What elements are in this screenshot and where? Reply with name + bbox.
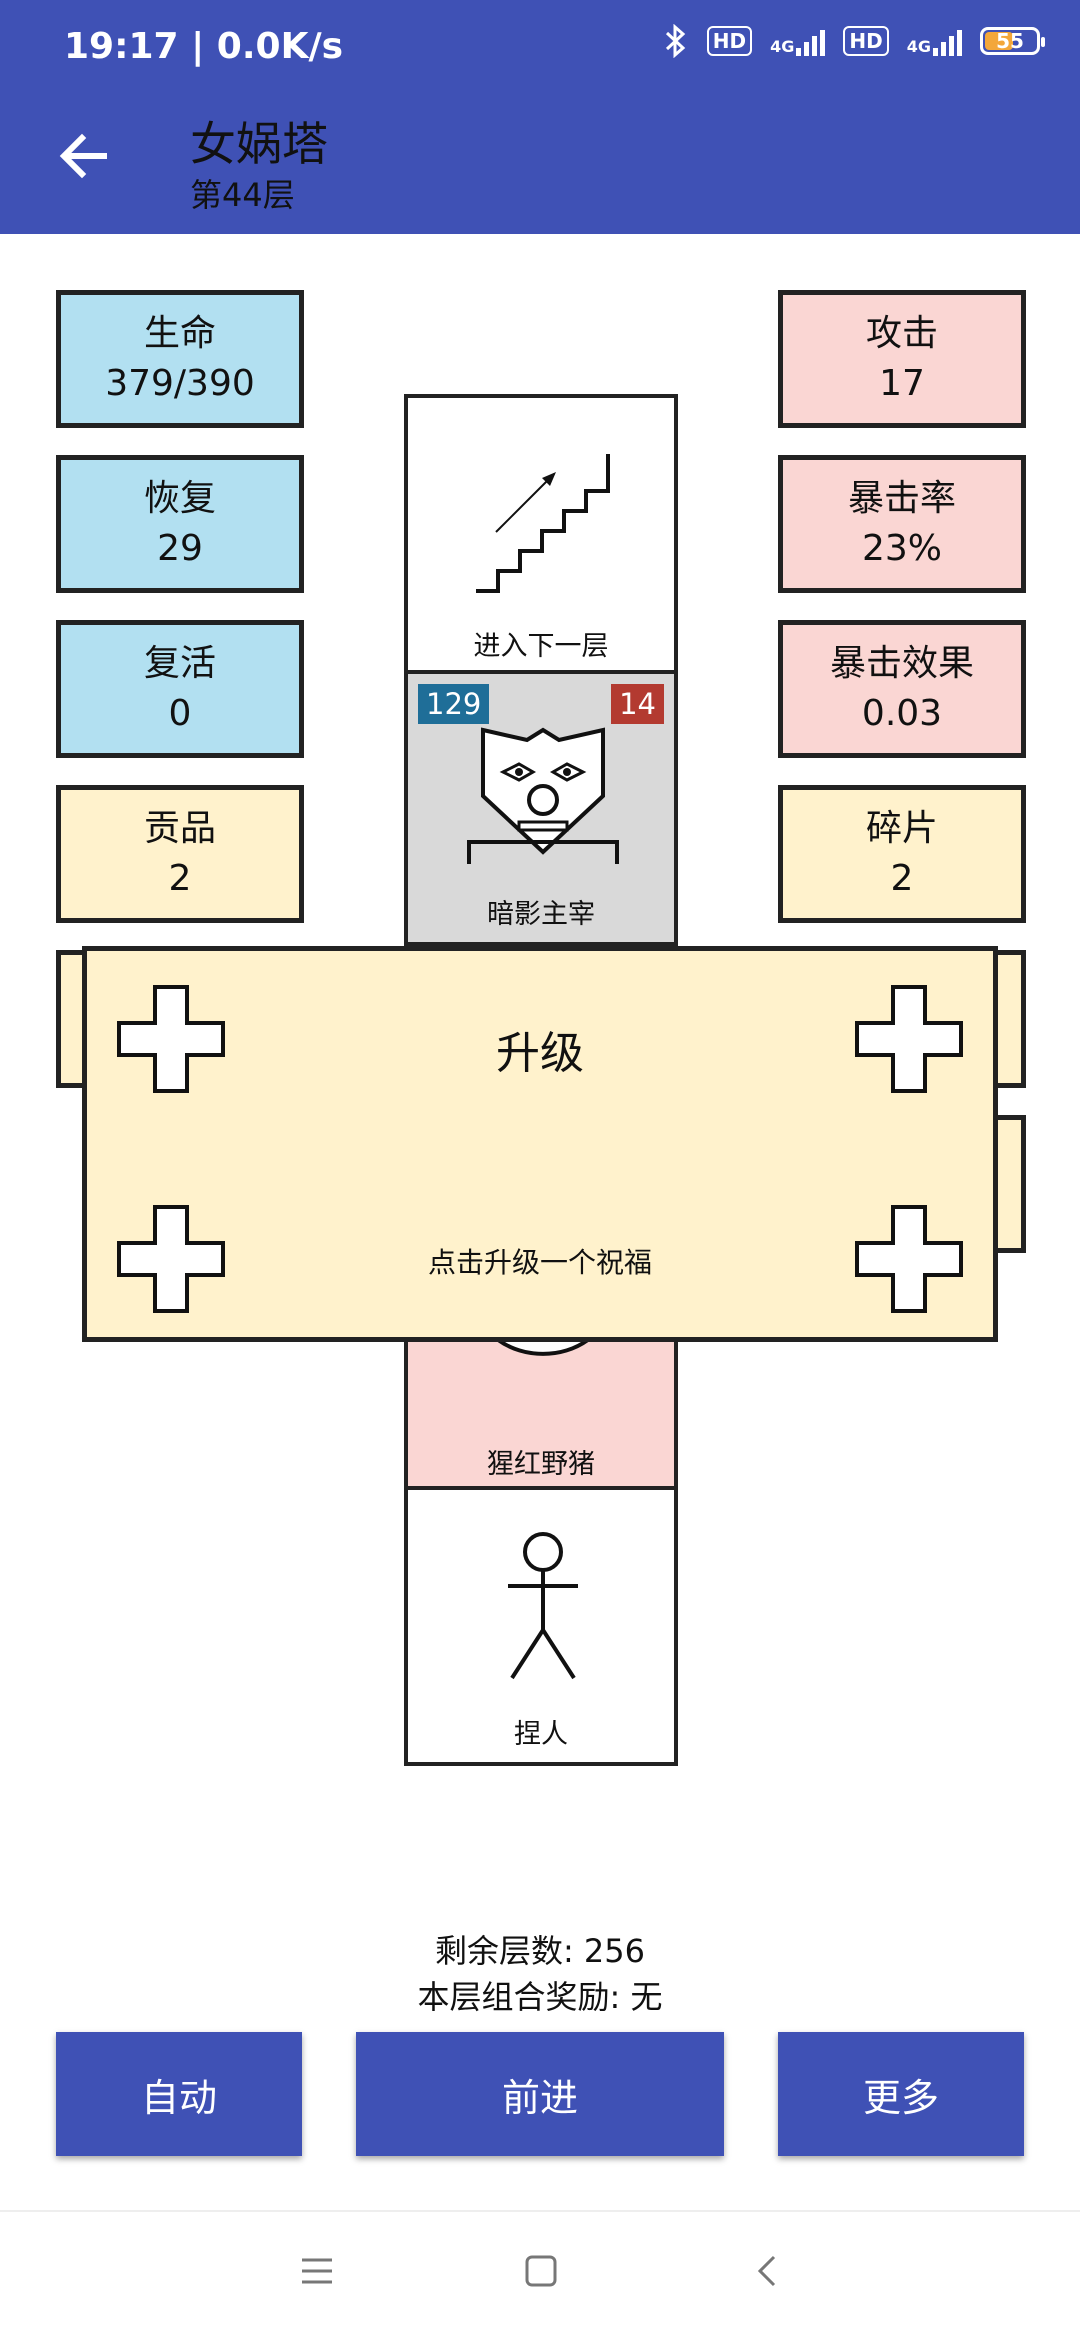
status-time: 19:17 | 0.0K/s — [64, 26, 344, 67]
remaining-floors: 剩余层数: 256 — [434, 1932, 646, 1970]
upgrade-popup[interactable]: 升级 点击升级一个祝福 — [82, 946, 998, 1342]
stat-revive[interactable]: 复活 0 — [56, 620, 304, 758]
floor-info: 剩余层数: 256 本层组合奖励: 无 — [0, 1928, 1080, 2020]
stat-value: 2 — [168, 858, 192, 899]
plus-icon[interactable] — [853, 1203, 965, 1315]
back-icon[interactable] — [752, 2254, 782, 2288]
signal-icon — [933, 26, 962, 56]
plus-icon[interactable] — [853, 983, 965, 1095]
signal-icon — [796, 26, 826, 56]
plus-icon[interactable] — [115, 1203, 227, 1315]
stat-label: 碎片 — [865, 808, 938, 849]
stat-tribute[interactable]: 贡品 2 — [56, 785, 304, 923]
stat-hp[interactable]: 生命 379/390 — [56, 290, 304, 428]
forward-button[interactable]: 前进 — [356, 2032, 724, 2156]
tile-label: 猩红野猪 — [487, 1449, 595, 1480]
stat-value: 23% — [861, 528, 942, 569]
popup-title: 升级 — [496, 1028, 584, 1079]
home-icon[interactable] — [524, 2254, 558, 2288]
status-icons: HD 4G HD 4G 55 — [663, 24, 1045, 58]
enemy-hp-badge: 129 — [418, 684, 490, 724]
stat-label: 生命 — [143, 313, 216, 354]
arrow-left-icon[interactable] — [56, 128, 112, 184]
stat-shards[interactable]: 碎片 2 — [778, 785, 1026, 923]
auto-button[interactable]: 自动 — [56, 2032, 302, 2156]
stat-crit-effect[interactable]: 暴击效果 0.03 — [778, 620, 1026, 758]
system-nav-bar — [0, 2210, 1080, 2340]
stairs-icon — [476, 454, 610, 593]
stat-label: 攻击 — [865, 313, 938, 354]
stat-value: 379/390 — [105, 363, 255, 404]
stat-value: 29 — [157, 528, 203, 569]
network-label: 4G — [770, 37, 795, 56]
network-label: 4G — [906, 37, 931, 56]
stat-crit-rate[interactable]: 暴击率 23% — [778, 455, 1026, 593]
more-button[interactable]: 更多 — [778, 2032, 1024, 2156]
battery-icon: 55 — [980, 27, 1045, 55]
battery-level: 55 — [996, 29, 1024, 53]
hd-badge: HD — [706, 26, 753, 56]
stat-value: 0 — [168, 693, 192, 734]
stat-value: 0.03 — [861, 693, 943, 734]
tile-label: 暗影主宰 — [487, 899, 595, 930]
bluetooth-icon — [665, 24, 686, 58]
combo-reward: 本层组合奖励: 无 — [417, 1978, 663, 2016]
enemy-attack-badge: 14 — [611, 684, 664, 724]
mask-icon — [467, 727, 619, 864]
stick-figure-icon — [508, 1532, 578, 1680]
popup-hint: 点击升级一个祝福 — [427, 1246, 652, 1279]
stat-label: 恢复 — [143, 478, 216, 519]
stat-label: 暴击效果 — [829, 643, 974, 684]
menu-icon[interactable] — [300, 2254, 334, 2288]
tile-label: 捏人 — [514, 1719, 568, 1750]
stat-attack[interactable]: 攻击 17 — [778, 290, 1026, 428]
stat-label: 暴击率 — [847, 478, 956, 519]
page-subtitle: 第44层 — [190, 176, 295, 214]
tile-label: 进入下一层 — [473, 631, 609, 662]
tile-boss[interactable]: 129 14 暗影主宰 — [404, 670, 678, 946]
stat-value: 17 — [879, 363, 925, 404]
plus-icon[interactable] — [115, 983, 227, 1095]
tile-person[interactable]: 捏人 — [404, 1486, 678, 1766]
stat-value: 2 — [890, 858, 914, 899]
app-header — [0, 0, 1080, 234]
page-title: 女娲塔 — [190, 117, 328, 171]
hd-badge: HD — [843, 26, 889, 56]
tile-next-floor[interactable]: 进入下一层 — [404, 394, 678, 674]
stat-regen[interactable]: 恢复 29 — [56, 455, 304, 593]
stat-label: 复活 — [143, 643, 216, 684]
stat-label: 贡品 — [143, 808, 216, 849]
